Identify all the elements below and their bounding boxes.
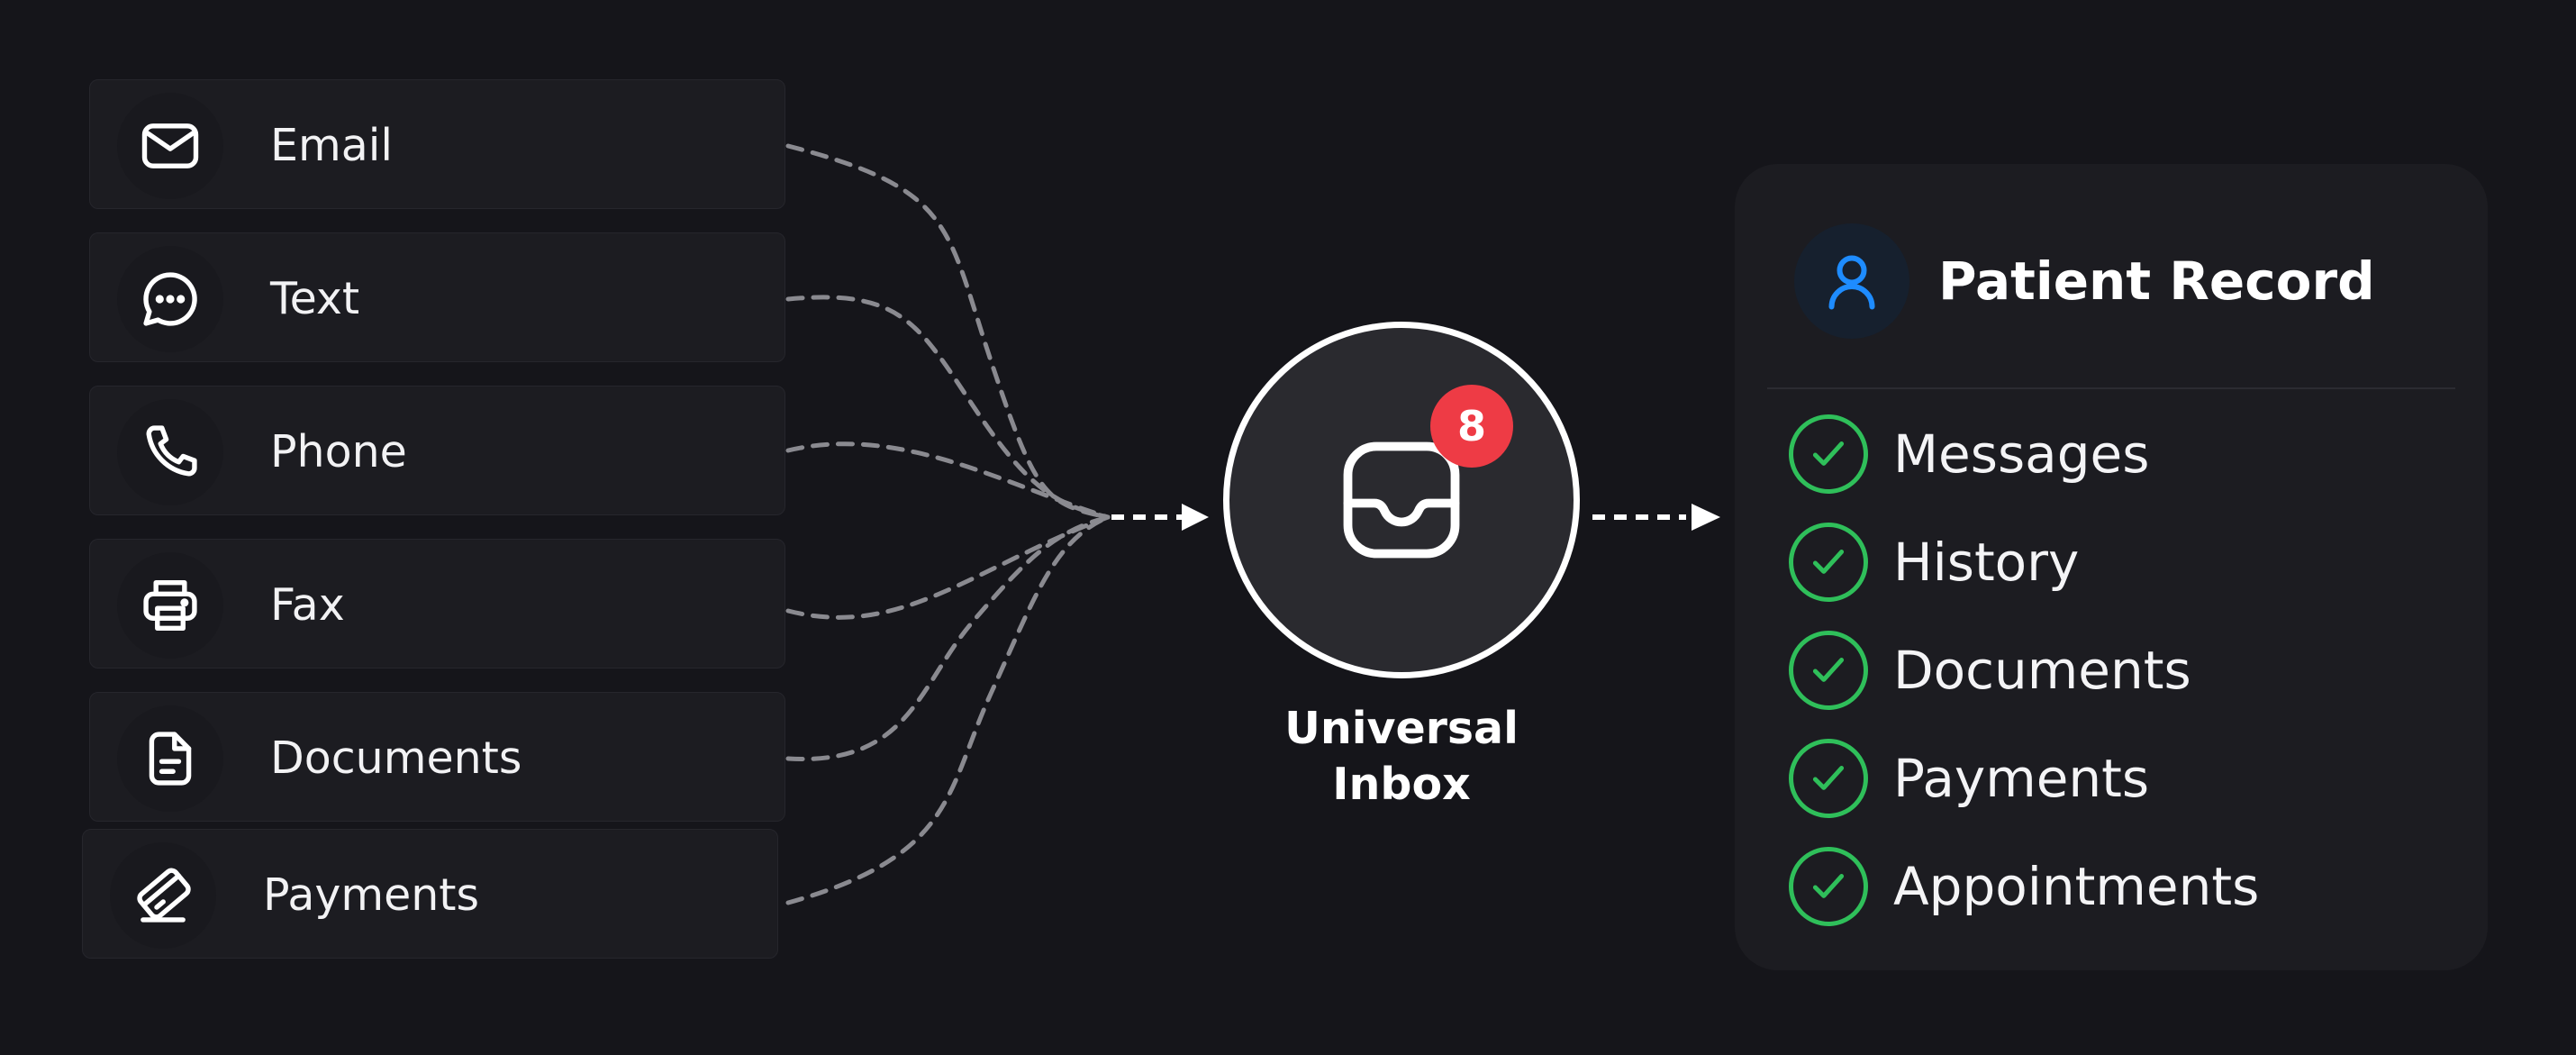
channel-card-fax: Fax [89,539,785,668]
document-icon [149,732,192,786]
patient-record-card: Patient Record Messages History Document… [1735,164,2488,970]
channel-card-phone: Phone [89,386,785,515]
check-circle-icon [1812,874,1845,898]
connector-fax [785,514,1111,620]
check-circle-icon [1812,441,1845,466]
record-item: History [1789,508,2259,616]
check-circle-icon [1812,766,1845,790]
connector-text [785,295,1111,520]
record-item: Payments [1789,724,2259,832]
channel-label: Fax [270,578,345,631]
credit-card-icon [137,868,191,923]
check-circle-icon [1812,550,1845,574]
connector-phone [785,441,1111,520]
channel-label: Text [270,272,360,324]
hub-label: Universal Inbox [1220,701,1583,813]
channel-card-documents: Documents [89,692,785,822]
mail-icon [141,123,199,168]
channel-label: Phone [270,425,407,477]
inbox-tray-icon [1343,441,1460,559]
record-item-label: Payments [1893,748,2150,809]
phone-icon [146,425,197,477]
arrowhead-to-record [1692,504,1720,531]
channel-card-email: Email [89,79,785,209]
user-icon [1828,255,1875,310]
record-divider [1767,387,2455,389]
printer-icon [143,579,197,632]
channel-card-text: Text [89,232,785,362]
universal-inbox-hub [1223,322,1580,678]
record-item: Messages [1789,400,2259,508]
chat-bubble-icon [143,272,197,326]
arrowhead-to-inbox [1182,504,1209,531]
record-title: Patient Record [1938,250,2375,312]
hub-label-line1: Universal [1284,703,1519,754]
record-items: Messages History Documents Payments [1789,400,2259,941]
channel-card-payments: Payments [82,829,778,959]
unread-count-badge: 8 [1430,385,1513,468]
channel-label: Email [270,119,393,171]
hub-label-line2: Inbox [1332,759,1471,810]
connector-email [785,143,1111,520]
connector-payments [785,514,1111,905]
connector-documents [785,514,1111,761]
record-item: Documents [1789,616,2259,724]
channel-label: Documents [270,732,522,784]
channel-label: Payments [263,869,480,921]
check-circle-icon [1812,658,1845,682]
record-item: Appointments [1789,832,2259,941]
record-item-label: Documents [1893,640,2191,701]
record-item-label: Messages [1893,423,2150,485]
record-item-label: History [1893,532,2080,593]
record-item-label: Appointments [1893,856,2260,917]
